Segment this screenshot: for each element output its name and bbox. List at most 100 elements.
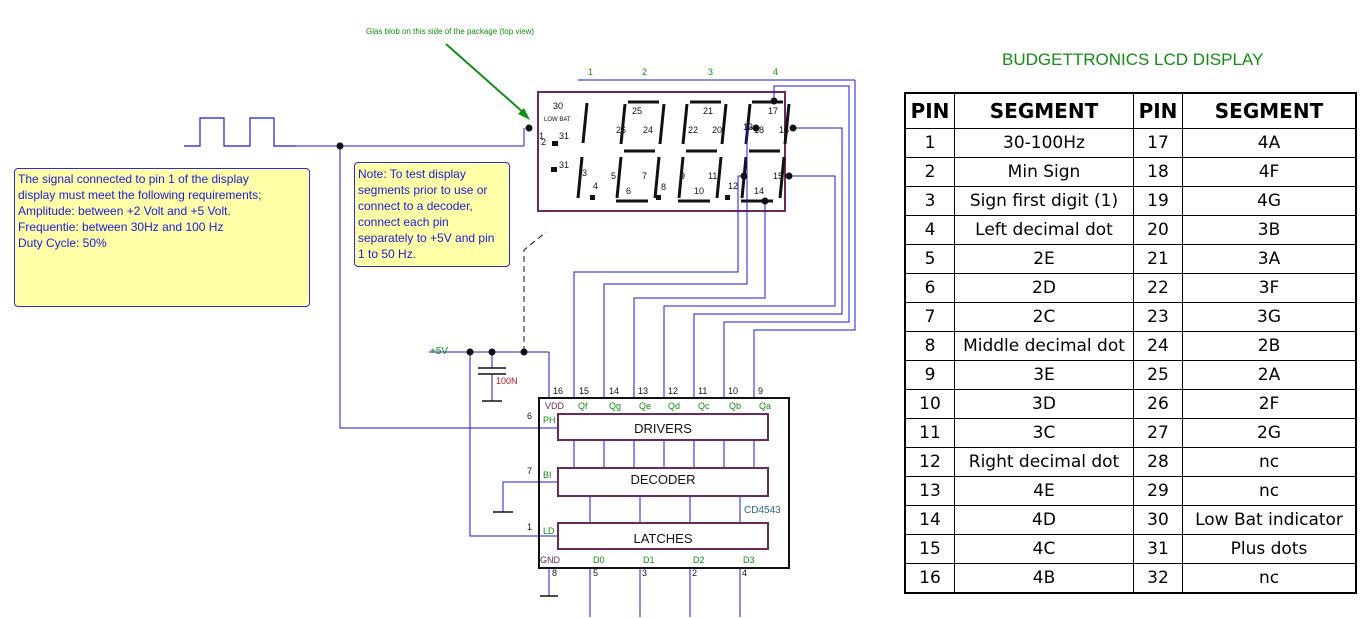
ic-pin-label: Qd [668,401,680,411]
pin-cell: 31 [1133,534,1183,564]
ic-pin-label: Qg [609,401,621,411]
pin-cell: 11 [904,418,955,448]
display-inner-pin-label: 5 [611,171,616,181]
ic-pin-label: D0 [593,555,605,565]
display-inner-pin-label: 13 [743,122,753,132]
latches-block [557,522,769,550]
ic-pin-label: BI [543,470,552,480]
segment-cell: Low Bat indicator [1182,505,1357,535]
pin-cell: 15 [904,534,955,564]
pin-cell: 2 [904,157,955,187]
lcd-dots [551,141,730,200]
display-inner-pin-label: 3 [582,168,587,178]
segment-cell: 30-100Hz [954,128,1134,158]
latches-label: LATCHES [634,531,693,546]
pin-cell: 25 [1133,360,1183,390]
square-wave-signal [184,117,296,147]
display-inner-pin-label: 9 [680,171,685,181]
segment-cell: Sign first digit (1) [954,186,1134,216]
ic-pin-number: 4 [742,568,747,578]
display-inner-pin-label: 16 [779,125,789,135]
display-inner-pin-label: 10 [694,186,704,196]
segment-cell: 4C [954,534,1134,564]
ic-pin-number: 16 [553,386,563,396]
ic-label: CD4543 [744,505,781,516]
display-inner-pin-label: 8 [661,182,666,192]
test-note-line: connect to a decoder, [358,199,473,213]
display-pin-label: 2 [642,67,647,77]
display-inner-pin-label: 20 [712,125,722,135]
pin-cell: 21 [1133,244,1183,274]
segment-cell: 2F [1182,389,1357,419]
lcd-display-package [537,91,786,212]
segment-cell: 4A [1182,128,1357,158]
pin-cell: 28 [1133,447,1183,477]
segment-cell: 3D [954,389,1134,419]
display-inner-pin-label: 26 [616,125,626,135]
display-pin-label: 4 [773,67,778,77]
display-inner-pin-label: 2 [541,137,546,147]
test-note-line: segments prior to use or [358,183,488,197]
segment-cell: 2D [954,273,1134,303]
low-bat-indicator: LOW BAT [544,117,571,123]
pin-cell: 9 [904,360,955,390]
pin-cell: 23 [1133,302,1183,332]
segment-cell: nc [1182,563,1357,594]
header-pin: PIN [904,92,955,129]
ic-pin-label: Qc [698,401,710,411]
capacitor-100n [478,367,506,402]
segment-cell: nc [1182,447,1357,477]
pin-cell: 30 [1133,505,1183,535]
pin-cell: 14 [904,505,955,535]
segment-cell: 3C [954,418,1134,448]
signal-note-line: display must meet the following requirem… [18,188,262,202]
display-inner-pin-label: 31 [559,131,569,141]
display-inner-pin-label: 12 [728,181,738,191]
pin-cell: 19 [1133,186,1183,216]
decoder-label: DECODER [630,472,695,487]
supply-label: +5V [430,346,448,357]
segment-cell: 2E [954,244,1134,274]
test-note-line: 1 to 50 Hz. [358,247,417,261]
pin-cell: 29 [1133,476,1183,506]
segment-cell: Min Sign [954,157,1134,187]
segment-cell: nc [1182,476,1357,506]
capacitor-label: 100N [496,376,518,386]
display-inner-pin-label: 15 [773,171,783,181]
test-note-line: connect each pin [358,215,449,229]
header-segment: SEGMENT [1182,92,1357,129]
segment-cell: 4D [954,505,1134,535]
segment-cell: Middle decimal dot [954,331,1134,361]
segment-cell: 3B [1182,215,1357,245]
segment-cell: Right decimal dot [954,447,1134,477]
ground-symbols [493,511,558,597]
display-inner-pin-label: 25 [632,106,642,116]
signal-requirements-note: The signal connected to pin 1 of the dis… [14,168,310,307]
pin-cell: 4 [904,215,955,245]
ic-pin-label: Qe [639,401,651,411]
segment-cell: 4B [954,563,1134,594]
ic-pin-number: 14 [609,386,619,396]
ic-pin-label: Qb [729,401,741,411]
display-inner-pin-label: 7 [642,171,647,181]
display-inner-pin-label: 11 [708,171,717,181]
ic-pin-number: 11 [698,386,707,396]
pin-cell: 20 [1133,215,1183,245]
segment-cell: 3A [1182,244,1357,274]
ic-pin-number: 12 [668,386,678,396]
pin-cell: 6 [904,273,955,303]
pin-cell: 1 [904,128,955,158]
pin-cell: 32 [1133,563,1183,594]
header-pin: PIN [1133,92,1183,129]
pin-cell: 10 [904,389,955,419]
pin-cell: 22 [1133,273,1183,303]
